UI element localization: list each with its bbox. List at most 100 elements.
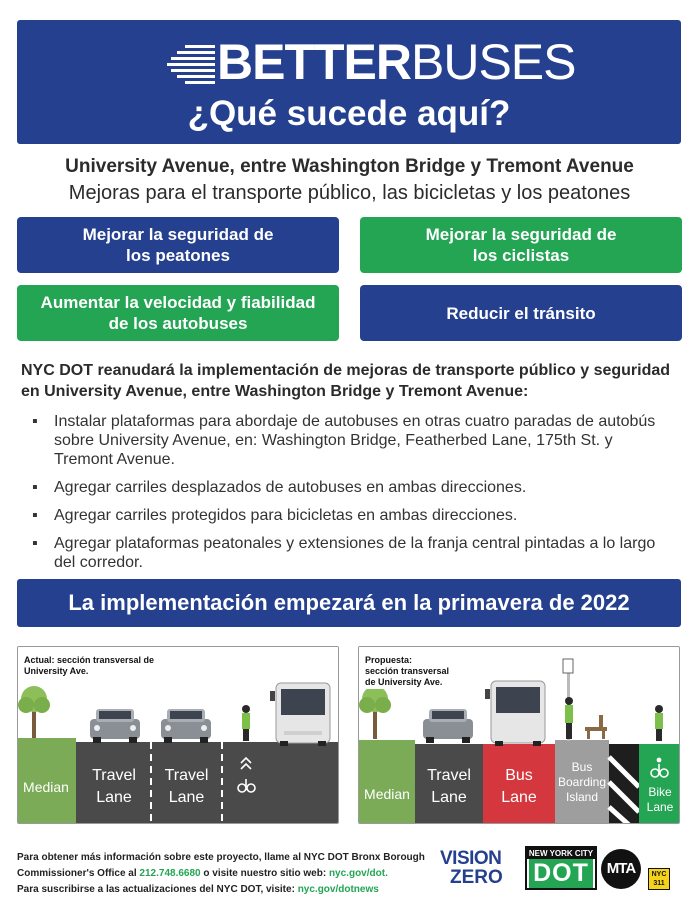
dotnews-link[interactable]: nyc.gov/dotnews	[297, 884, 379, 895]
lane-label-line: Lane	[501, 789, 537, 806]
caption-line: de University Ave.	[365, 677, 443, 687]
bus-icon	[485, 680, 546, 746]
current-cross-section: Actual: sección transversal de Universit…	[17, 646, 339, 824]
travel-lane	[415, 744, 483, 823]
logo-buses-text: BUSES	[411, 34, 577, 90]
lane-label-line: Travel	[164, 767, 209, 784]
intro-paragraph: NYC DOT reanudará la implementación de m…	[21, 362, 671, 400]
bike-lane	[639, 744, 679, 823]
goal-reduce-traffic: Reducir el tránsito	[360, 285, 682, 341]
median-strip	[359, 740, 415, 823]
car-icon	[90, 709, 140, 743]
goal-line: los ciclistas	[472, 246, 570, 265]
footer-text: o visite nuestro sitio web:	[200, 868, 329, 879]
caption-line: Propuesta:	[365, 655, 413, 665]
pedestrian-icon	[565, 697, 573, 739]
lane-label-line: Lane	[431, 789, 467, 806]
footer-line: Para obtener más información sobre este …	[17, 852, 425, 863]
goal-cyclist-safety: Mejorar la seguridad de los ciclistas	[360, 217, 682, 273]
footer-text: Commissioner's Office al	[17, 868, 140, 879]
lane-label-line: Lane	[646, 800, 674, 814]
caption-line: University Ave.	[24, 666, 89, 676]
list-item: ▪ Agregar carriles protegidos para bicicl…	[32, 506, 672, 525]
implementation-banner: La implementación empezará en la primave…	[17, 579, 681, 627]
cyclist-icon	[655, 705, 663, 741]
goal-line: los peatones	[126, 246, 230, 265]
logo-text: 311	[653, 880, 665, 887]
mta-logo: MTA	[601, 849, 641, 889]
caption-line: sección transversal	[365, 666, 450, 676]
list-item: ▪Agregar carriles desplazados de autobus…	[32, 478, 672, 497]
tree-icon	[18, 686, 50, 739]
goal-pedestrian-safety: Mejorar la seguridad de los peatones	[17, 217, 339, 273]
goal-line: Reducir el tránsito	[446, 303, 596, 323]
logo-better-text: BETTER	[217, 34, 412, 90]
bullet-icon: ▪	[32, 507, 38, 524]
car-icon	[161, 709, 211, 743]
tree-icon	[359, 686, 391, 739]
bus-icon	[270, 682, 331, 746]
nyc-text: NEW YORK CITY	[527, 848, 595, 859]
median-strip	[18, 738, 76, 823]
bus-lane	[483, 744, 555, 823]
improvements-list: ▪ Instalar plataformas para abordaje de a…	[32, 412, 672, 581]
nyc-311-logo: NYC 311	[648, 868, 670, 890]
buffer-hatching	[607, 755, 641, 823]
car-icon	[423, 709, 473, 743]
bus-island	[555, 740, 609, 823]
roadway	[76, 742, 338, 823]
phone-link[interactable]: 212.748.6680	[139, 868, 201, 879]
list-item-text: Instalar plataformas para abordaje de au…	[54, 413, 656, 468]
bullet-icon: ▪	[32, 413, 38, 430]
current-street-illustration	[18, 647, 338, 823]
list-item-text: Agregar carriles protegidos para bicicle…	[54, 507, 518, 524]
lane-label-line: Lane	[96, 789, 132, 806]
footer-line: Commissioner's Office al 212.748.6680 o …	[17, 866, 437, 882]
list-item: ▪ Instalar plataformas para abordaje de a…	[32, 412, 672, 469]
caption-line: Actual: sección transversal de	[24, 655, 155, 665]
dot-text: DOT	[529, 859, 593, 888]
cyclist-icon	[242, 705, 250, 741]
vision-zero-logo: VISION ZERO	[440, 849, 520, 889]
lane-label-line: Bus	[505, 767, 533, 784]
median-label: Median	[364, 786, 410, 802]
lane-label-line: Island	[565, 790, 599, 804]
list-item-text: Agregar plataformas peatonales y extensi…	[54, 535, 656, 571]
lane-label-line: Bike	[648, 785, 672, 799]
proposed-cross-section: Propuesta: sección transversal de Univer…	[358, 646, 680, 824]
vision-text: VISION	[440, 848, 502, 869]
nyc-dot-logo: NEW YORK CITY DOT	[525, 846, 597, 890]
footer-line: Para suscribirse a las actualizaciones d…	[17, 882, 437, 898]
footer-text: Para suscribirse a las actualizaciones d…	[17, 884, 298, 895]
current-caption: Actual: sección transversal de Universit…	[22, 654, 157, 678]
footer-contact: Para obtener más información sobre este …	[17, 850, 437, 898]
list-item: ▪ Agregar plataformas peatonales y extens…	[32, 534, 672, 572]
goal-line: Mejorar la seguridad de	[82, 225, 274, 244]
median-label: Median	[23, 779, 69, 795]
bullet-icon: ▪	[32, 479, 38, 496]
lane-label-line: Travel	[92, 767, 136, 784]
bullet-icon: ▪	[32, 535, 38, 552]
proposed-caption: Propuesta: sección transversal de Univer…	[363, 654, 452, 689]
bench-icon	[585, 715, 607, 739]
lane-label-line: Boarding	[557, 775, 607, 789]
logo-text: NYC	[651, 871, 667, 878]
bike-lane-marking	[650, 757, 669, 778]
project-subtitle: Mejoras para el transporte público, las …	[68, 182, 631, 204]
lane-label-line: Travel	[427, 767, 471, 784]
website-link[interactable]: nyc.gov/dot.	[328, 868, 388, 879]
zero-text: ZERO	[450, 867, 503, 888]
project-location: University Avenue, entre Washington Brid…	[65, 156, 634, 177]
lane-label-line: Lane	[168, 789, 205, 806]
goal-line: Mejorar la seguridad de	[425, 225, 617, 244]
speed-lines-icon	[165, 39, 215, 85]
